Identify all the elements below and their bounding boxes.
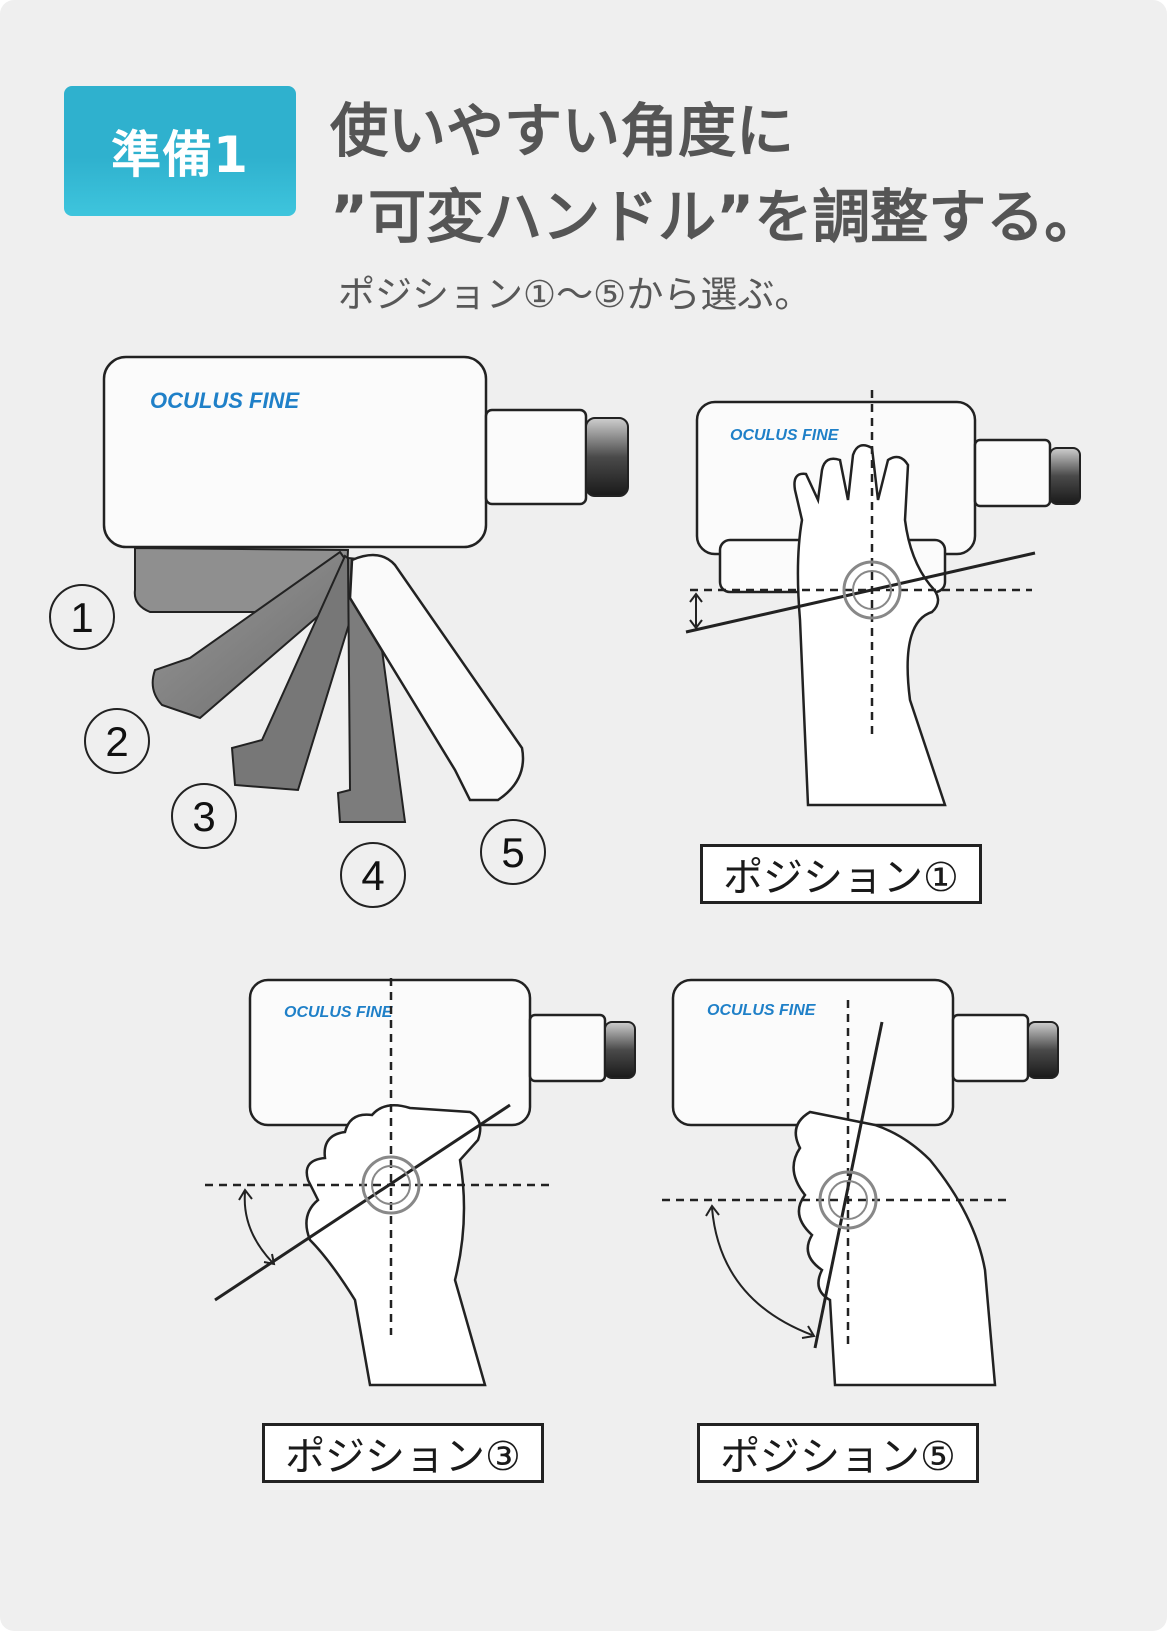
device-neck	[973, 438, 1052, 508]
svg-text:2: 2	[105, 718, 128, 765]
device-brand: OCULUS FINE	[284, 1004, 394, 1021]
pivot-circle	[818, 1170, 878, 1230]
svg-text:1: 1	[70, 594, 93, 641]
title-line-2: ”可変ハンドル”を調整する。	[330, 183, 1103, 251]
svg-text:5: 5	[501, 829, 524, 876]
device-brand: OCULUS FINE	[150, 388, 300, 413]
step-badge-label: 準備1	[111, 126, 249, 184]
page-title: 使いやすい角度に ”可変ハンドル”を調整する。	[330, 88, 1102, 260]
position-numbers: 1 2 3 4 5	[49, 584, 546, 908]
device-neck	[484, 408, 588, 506]
position-1-label: ポジション①	[700, 844, 982, 904]
device-body	[102, 355, 488, 549]
pivot-circle	[361, 1155, 421, 1215]
device-brand: OCULUS FINE	[707, 1002, 817, 1019]
position-5-diagram: OCULUS FINE	[662, 978, 1059, 1387]
device-nozzle	[585, 417, 629, 497]
handle-angle-line	[214, 1103, 511, 1302]
device-nozzle	[1027, 1021, 1059, 1079]
handle-angle-line	[685, 551, 1036, 634]
angle-arrow	[689, 592, 703, 630]
hand-illustration	[305, 1103, 487, 1387]
svg-text:4: 4	[361, 852, 384, 899]
handle-angle-line	[813, 1021, 884, 1349]
position-number-2: 2	[84, 708, 150, 774]
angle-arrow	[238, 1188, 276, 1266]
svg-text:3: 3	[192, 793, 215, 840]
device-brand: OCULUS FINE	[730, 427, 840, 444]
device-nozzle	[1049, 447, 1081, 505]
position-number-1: 1	[49, 584, 115, 650]
handle-position-2	[151, 550, 362, 720]
position-number-3: 3	[171, 783, 237, 849]
position-number-4: 4	[340, 842, 406, 908]
title-line-1: 使いやすい角度に	[330, 97, 795, 165]
position-5-label: ポジション⑤	[697, 1423, 979, 1483]
step-badge: 準備1	[64, 86, 296, 216]
angle-arrow	[705, 1204, 816, 1339]
position-3-label: ポジション③	[262, 1423, 544, 1483]
device-neck	[951, 1013, 1030, 1083]
device-positions-diagram: OCULUS FINE 1 2 3 4 5	[49, 355, 629, 908]
position-1-diagram: OCULUS FINE	[685, 390, 1081, 807]
position-number-5: 5	[480, 819, 546, 885]
pivot-circle-inner	[828, 1180, 868, 1220]
pivot-circle	[842, 560, 902, 620]
handle-position-5	[348, 553, 525, 802]
hand-illustration	[792, 1110, 997, 1387]
device-nozzle	[604, 1021, 636, 1079]
pivot-circle-inner	[852, 570, 892, 610]
ghost-handles	[133, 546, 525, 823]
position-3-diagram: OCULUS FINE	[205, 978, 636, 1387]
page-subtitle: ポジション①～⑤から選ぶ。	[338, 273, 812, 316]
device-neck	[528, 1013, 607, 1083]
pivot-circle-inner	[371, 1165, 411, 1205]
